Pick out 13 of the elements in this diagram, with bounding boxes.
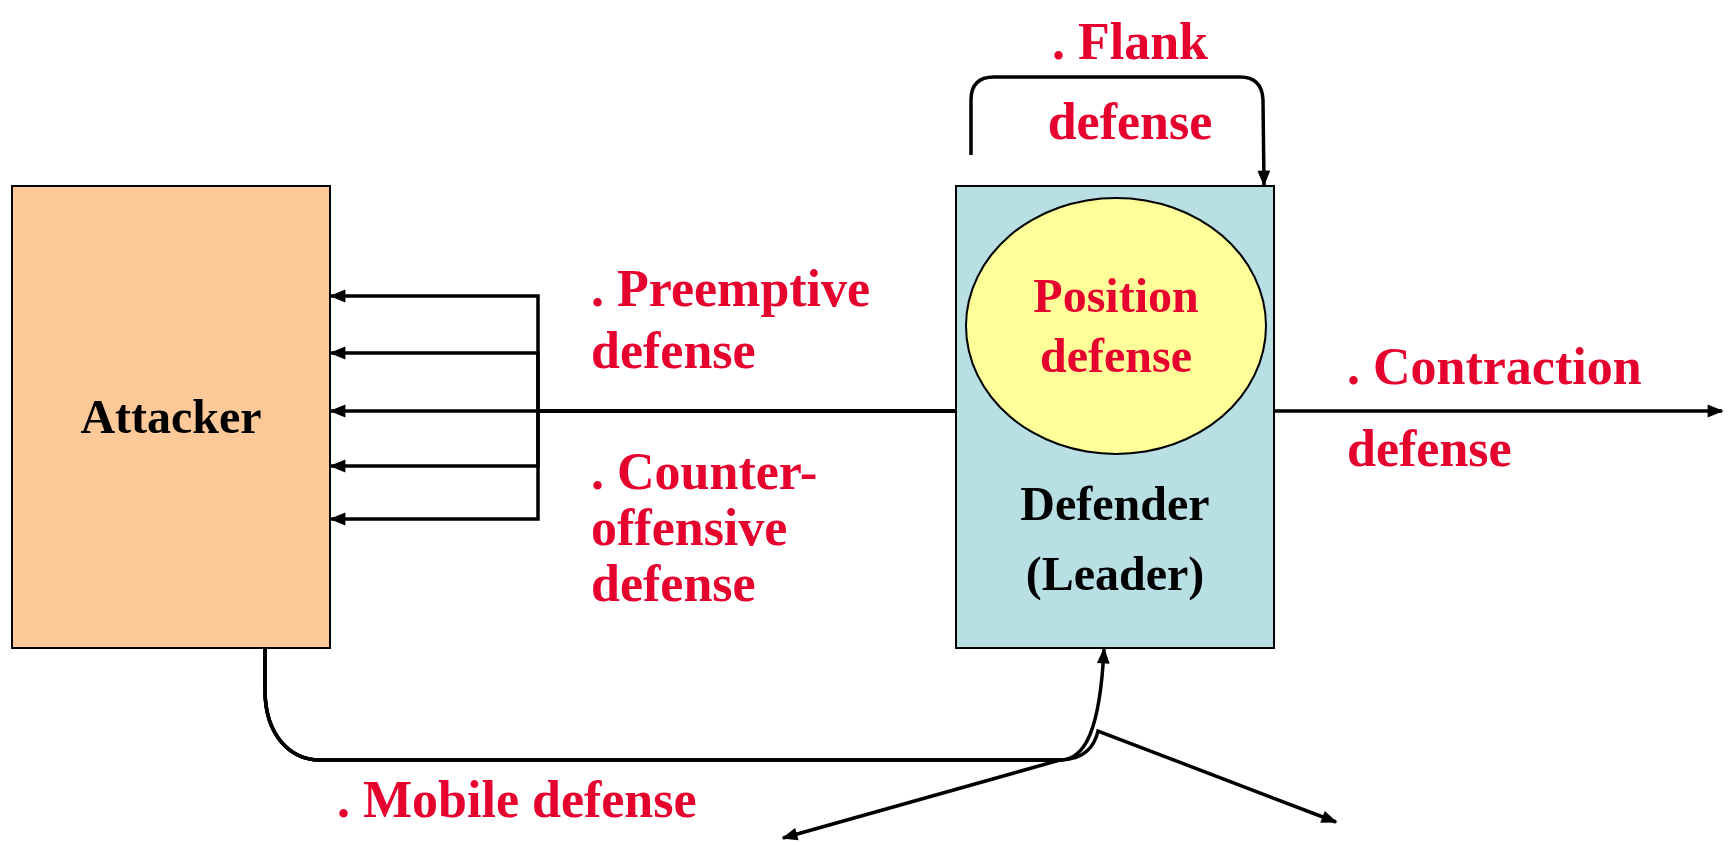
arrow	[263, 649, 1338, 824]
edge-label: . Contraction defense	[1347, 337, 1643, 479]
node-label: Attacker	[80, 389, 262, 445]
attacker-box	[11, 185, 331, 649]
arrow	[969, 75, 1271, 187]
arrow	[1275, 404, 1724, 418]
node-label: Position defense	[1032, 268, 1200, 384]
edge-label: . Flank defense	[1046, 12, 1214, 152]
edge-label: . Preemptive defense	[591, 259, 872, 381]
node-label: Defender (Leader)	[1019, 476, 1211, 602]
edge-label: . Counter- offensive defense	[591, 444, 819, 612]
defender-box	[955, 185, 1275, 649]
edge-label: . Mobile defense	[337, 772, 698, 828]
